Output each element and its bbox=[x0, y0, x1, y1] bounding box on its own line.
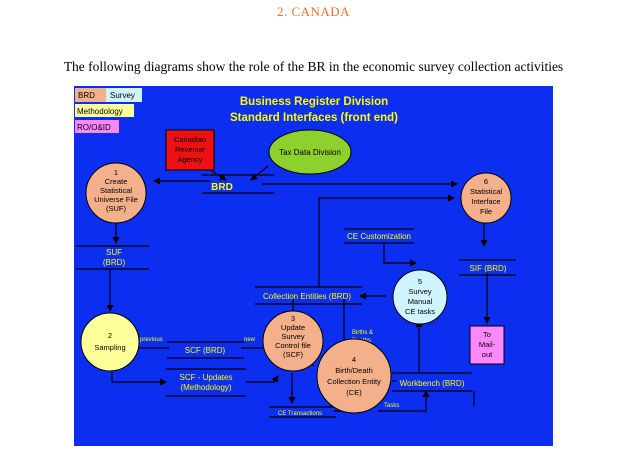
arrow-node2-scfupdates bbox=[111, 372, 167, 386]
node3-line3: Survey bbox=[281, 332, 305, 341]
mail-out-box bbox=[469, 325, 505, 365]
node5-line4: CE tasks bbox=[405, 307, 435, 316]
legend-methodology-label: Methodology bbox=[77, 107, 123, 116]
store-lines bbox=[76, 174, 516, 418]
ce-customization-label: CE Customization bbox=[347, 232, 411, 241]
ce-transactions-label: CE Transactions bbox=[278, 411, 322, 417]
scf-updates-label-2: (Methodology) bbox=[180, 383, 231, 392]
node4-line4: (CE) bbox=[346, 388, 362, 397]
arrow-tax-brd bbox=[250, 165, 269, 181]
node3-line1: 3 bbox=[291, 314, 295, 323]
mail-line3: out bbox=[482, 350, 493, 359]
node1-line4: Universe File bbox=[94, 195, 138, 204]
cra-label-1: Canadian bbox=[174, 135, 206, 144]
node5-line1: 5 bbox=[418, 277, 422, 286]
node1-line2: Create bbox=[105, 177, 128, 186]
sif-label: SIF (BRD) bbox=[470, 264, 507, 273]
node5-line3: Manual bbox=[408, 297, 433, 306]
node3-line2: Update bbox=[281, 323, 305, 332]
node1-line3: Statistical bbox=[100, 186, 132, 195]
brd-store-label: BRD bbox=[211, 182, 233, 193]
node5-line2: Survey bbox=[408, 287, 432, 296]
node2-line2: Sampling bbox=[94, 343, 125, 352]
legend-methodology-swatch bbox=[75, 104, 134, 117]
workbench-label: Workbench (BRD) bbox=[400, 379, 465, 388]
node2-line1: 2 bbox=[108, 331, 112, 340]
intro-text: The following diagrams show the role of … bbox=[63, 59, 564, 74]
node1-line5: (SUF) bbox=[106, 204, 126, 213]
tasks-label: Tasks bbox=[384, 403, 399, 409]
cra-label-3: Agency bbox=[177, 155, 202, 164]
node4-line3: Collection Entity bbox=[327, 377, 381, 386]
tax-label: Tax Data Division bbox=[279, 148, 341, 157]
cra-box bbox=[165, 129, 215, 171]
births-deaths-label-1: Births & bbox=[352, 330, 373, 336]
diagram-title: Business Register Division bbox=[240, 96, 388, 108]
suf-label-1: SUF bbox=[106, 248, 122, 257]
arrow-coll-node6 bbox=[318, 194, 455, 286]
scf-label: SCF (BRD) bbox=[185, 346, 226, 355]
arrow-cecustom-node5 bbox=[383, 244, 417, 267]
arrow-wb-tasks bbox=[378, 390, 430, 412]
node-1-create-suf bbox=[85, 162, 147, 224]
node-4-birth-death-ce bbox=[316, 338, 392, 414]
node6-line4: File bbox=[480, 207, 492, 216]
mail-line2: Mail- bbox=[479, 340, 496, 349]
mail-line1: To bbox=[483, 330, 491, 339]
collection-entities-label: Collection Entities (BRD) bbox=[263, 292, 351, 301]
arrow-scfupdates-node3 bbox=[246, 375, 279, 383]
cra-label-2: Revenue bbox=[175, 145, 205, 154]
business-register-diagram: Business Register Division Standard Inte… bbox=[74, 86, 553, 446]
node6-line2: Statistical bbox=[470, 187, 502, 196]
previous-label: previous bbox=[140, 337, 163, 343]
node-6-sif bbox=[460, 172, 512, 224]
node4-line1: 4 bbox=[352, 355, 356, 364]
legend-brd-label: BRD bbox=[78, 91, 95, 100]
legend-survey-label: Survey bbox=[110, 91, 135, 100]
node-3-update-scf bbox=[262, 310, 324, 372]
diagram-subtitle: Standard Interfaces (front end) bbox=[230, 112, 398, 124]
node6-line3: Interface bbox=[471, 197, 500, 206]
legend-ro-swatch bbox=[75, 120, 119, 133]
legend-brd-swatch bbox=[75, 88, 106, 102]
node4-line2: Birth/Death bbox=[335, 366, 373, 375]
section-heading: 2. CANADA bbox=[276, 4, 351, 19]
node-2-sampling bbox=[80, 312, 140, 372]
legend-ro-label: RO/O&ID bbox=[77, 123, 111, 132]
scf-updates-label-1: SCF - Updates bbox=[180, 373, 233, 382]
node3-line4: Control file bbox=[275, 341, 311, 350]
legend-survey-swatch bbox=[106, 88, 142, 102]
suf-label-2: (BRD) bbox=[103, 258, 126, 267]
node6-line1: 6 bbox=[484, 177, 488, 186]
legend: BRD Survey Methodology RO/O&ID bbox=[75, 88, 142, 133]
node1-line1: 1 bbox=[114, 168, 118, 177]
node3-line5: (SCF) bbox=[283, 350, 303, 359]
node-5-manual-ce-tasks bbox=[392, 269, 448, 325]
tax-data-division bbox=[268, 129, 352, 175]
new-label: new bbox=[244, 337, 256, 343]
